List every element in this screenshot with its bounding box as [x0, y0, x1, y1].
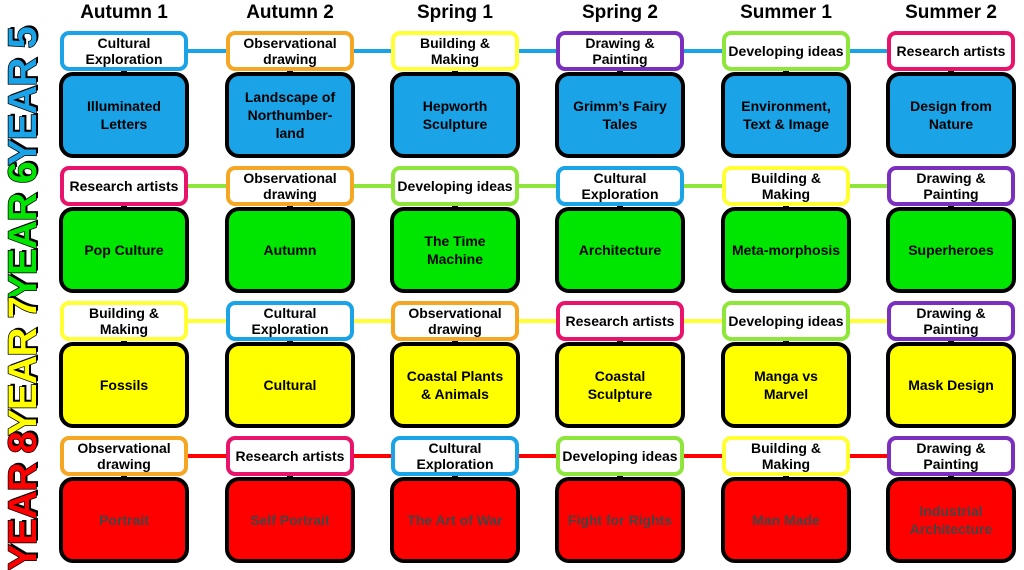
- term-header-summer-1: Summer 1: [740, 2, 832, 23]
- skill-box-building-making: Building & Making: [722, 166, 850, 206]
- skill-box-drawing-painting: Drawing & Painting: [887, 166, 1015, 206]
- skill-box-building-making: Building & Making: [391, 31, 519, 71]
- row-connector-line: [118, 454, 960, 458]
- skill-box-building-making: Building & Making: [60, 301, 188, 341]
- skill-box-research-artists: Research artists: [60, 166, 188, 206]
- term-header-summer-2: Summer 2: [905, 2, 997, 23]
- topic-box-self-portrait: Self Portrait: [225, 477, 355, 563]
- topic-box-coastal-plants-animals: Coastal Plants & Animals: [390, 342, 520, 428]
- skill-box-cultural-exploration: Cultural Exploration: [391, 436, 519, 476]
- skill-box-observational-drawing: Observational drawing: [60, 436, 188, 476]
- topic-box-illuminated-letters: Illuminated Letters: [59, 72, 189, 158]
- term-header-spring-2: Spring 2: [581, 2, 658, 23]
- skill-box-developing-ideas: Developing ideas: [391, 166, 519, 206]
- row-connector-line: [118, 49, 960, 53]
- skill-box-drawing-painting: Drawing & Painting: [556, 31, 684, 71]
- topic-box-design-from-nature: Design from Nature: [886, 72, 1016, 158]
- topic-box-the-time-machine: The Time Machine: [390, 207, 520, 293]
- topic-box-man-made: Man Made: [721, 477, 851, 563]
- topic-box-landscape-of-northumber-land: Landscape of Northumber-land: [225, 72, 355, 158]
- topic-box-environment-text-image: Environment, Text & Image: [721, 72, 851, 158]
- topic-box-pop-culture: Pop Culture: [59, 207, 189, 293]
- topic-box-fight-for-rights: Fight for Rights: [555, 477, 685, 563]
- term-header-autumn-1: Autumn 1: [80, 2, 168, 23]
- term-header-autumn-2: Autumn 2: [246, 2, 334, 23]
- topic-box-architecture: Architecture: [555, 207, 685, 293]
- skill-box-developing-ideas: Developing ideas: [722, 301, 850, 341]
- skill-box-developing-ideas: Developing ideas: [556, 436, 684, 476]
- skill-box-observational-drawing: Observational drawing: [391, 301, 519, 341]
- topic-box-industrial-architecture: Industrial Architecture: [886, 477, 1016, 563]
- year-label-year-7: YEAR 7: [0, 296, 45, 436]
- topic-box-autumn: Autumn: [225, 207, 355, 293]
- topic-box-hepworth-sculpture: Hepworth Sculpture: [390, 72, 520, 158]
- row-connector-line: [118, 184, 960, 188]
- topic-box-coastal-sculpture: Coastal Sculpture: [555, 342, 685, 428]
- topic-box-manga-vs-marvel: Manga vs Marvel: [721, 342, 851, 428]
- topic-box-portrait: Portrait: [59, 477, 189, 563]
- term-header-spring-1: Spring 1: [416, 2, 493, 23]
- topic-box-superheroes: Superheroes: [886, 207, 1016, 293]
- year-label-year-5: YEAR 5: [0, 26, 45, 166]
- skill-box-research-artists: Research artists: [556, 301, 684, 341]
- topic-box-grimm-s-fairy-tales: Grimm’s Fairy Tales: [555, 72, 685, 158]
- year-label-year-8: YEAR 8: [0, 431, 45, 570]
- skill-box-cultural-exploration: Cultural Exploration: [60, 31, 188, 71]
- topic-box-fossils: Fossils: [59, 342, 189, 428]
- topic-box-mask-design: Mask Design: [886, 342, 1016, 428]
- skill-box-drawing-painting: Drawing & Painting: [887, 301, 1015, 341]
- skill-box-research-artists: Research artists: [887, 31, 1015, 71]
- row-connector-line: [118, 319, 960, 323]
- skill-box-drawing-painting: Drawing & Painting: [887, 436, 1015, 476]
- skill-box-developing-ideas: Developing ideas: [722, 31, 850, 71]
- skill-box-building-making: Building & Making: [722, 436, 850, 476]
- topic-box-the-art-of-war: The Art of War: [390, 477, 520, 563]
- skill-box-cultural-exploration: Cultural Exploration: [556, 166, 684, 206]
- skill-box-observational-drawing: Observational drawing: [226, 31, 354, 71]
- skill-box-cultural-exploration: Cultural Exploration: [226, 301, 354, 341]
- skill-box-research-artists: Research artists: [226, 436, 354, 476]
- topic-box-meta-morphosis: Meta-morphosis: [721, 207, 851, 293]
- skill-box-observational-drawing: Observational drawing: [226, 166, 354, 206]
- year-label-year-6: YEAR 6: [0, 161, 45, 301]
- topic-box-cultural: Cultural: [225, 342, 355, 428]
